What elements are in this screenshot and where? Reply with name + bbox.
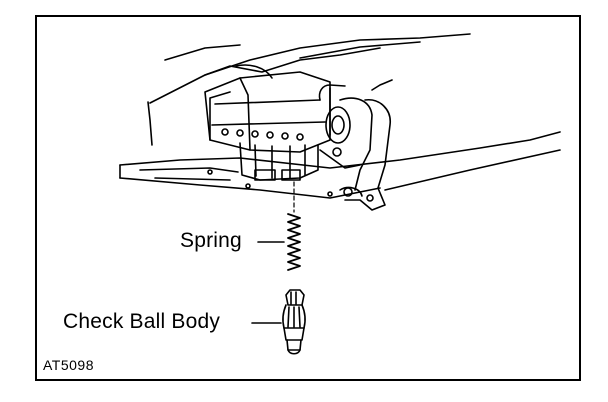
spring (287, 213, 301, 271)
valve-body-block (204, 71, 331, 153)
check-ball-body-label: Check Ball Body (63, 310, 221, 333)
figure-frame (35, 15, 581, 381)
check-ball-body (282, 289, 306, 355)
figure-code: AT5098 (43, 357, 94, 373)
transmission-case (147, 33, 471, 146)
valve-ports (239, 142, 319, 181)
manual-lever (318, 79, 393, 211)
valve-plate (119, 131, 561, 199)
spring-label: Spring (180, 229, 242, 252)
